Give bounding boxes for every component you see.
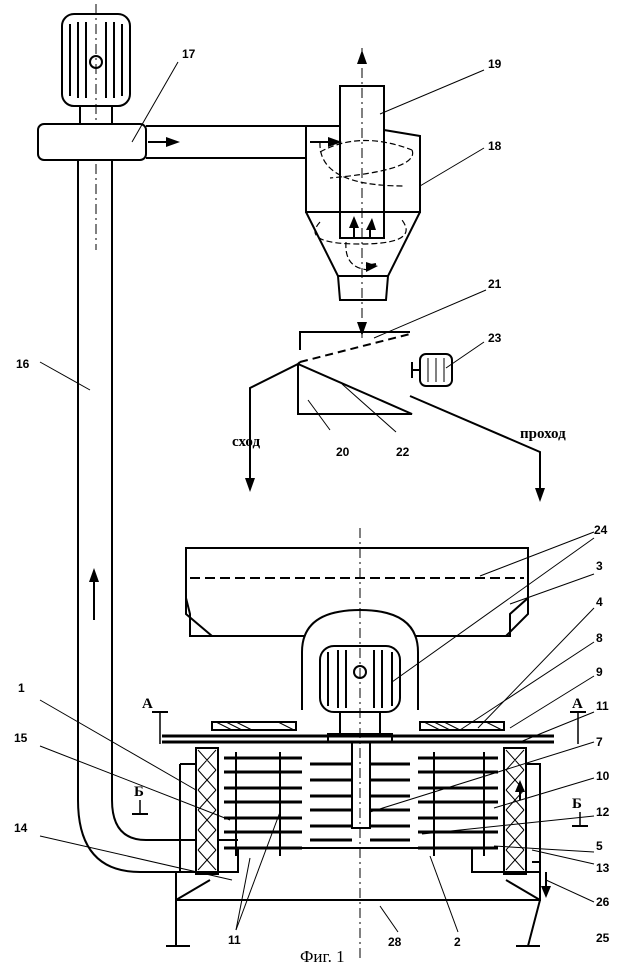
label-15: 15 <box>14 731 28 745</box>
label-11-bottom: 11 <box>228 933 241 947</box>
label-10: 10 <box>596 769 610 783</box>
label-26: 26 <box>596 895 610 909</box>
label-14: 14 <box>14 821 28 835</box>
label-13: 13 <box>596 861 610 875</box>
word-prokhod: проход <box>520 426 566 442</box>
section-b-right: Б <box>572 796 582 812</box>
section-a-right: А <box>572 696 583 712</box>
label-22: 22 <box>396 445 410 459</box>
word-skhod: сход <box>232 434 260 450</box>
label-17: 17 <box>182 47 196 61</box>
label-5: 5 <box>596 839 603 853</box>
label-2: 2 <box>454 935 461 949</box>
label-18: 18 <box>488 139 502 153</box>
label-16: 16 <box>16 357 30 371</box>
label-12: 12 <box>596 805 610 819</box>
label-9: 9 <box>596 665 603 679</box>
label-20: 20 <box>336 445 350 459</box>
section-a-left: А <box>142 696 153 712</box>
label-25: 25 <box>596 931 610 945</box>
label-4: 4 <box>596 595 603 609</box>
label-23: 23 <box>488 331 502 345</box>
figure-caption: Фиг. 1 <box>300 947 345 966</box>
label-8: 8 <box>596 631 603 645</box>
label-1: 1 <box>18 681 25 695</box>
label-11-right: 11 <box>596 699 609 713</box>
section-b-left: Б <box>134 784 144 800</box>
label-7: 7 <box>596 735 603 749</box>
label-3: 3 <box>596 559 603 573</box>
label-19: 19 <box>488 57 502 71</box>
label-21: 21 <box>488 277 502 291</box>
label-28: 28 <box>388 935 402 949</box>
label-24: 24 <box>594 523 608 537</box>
